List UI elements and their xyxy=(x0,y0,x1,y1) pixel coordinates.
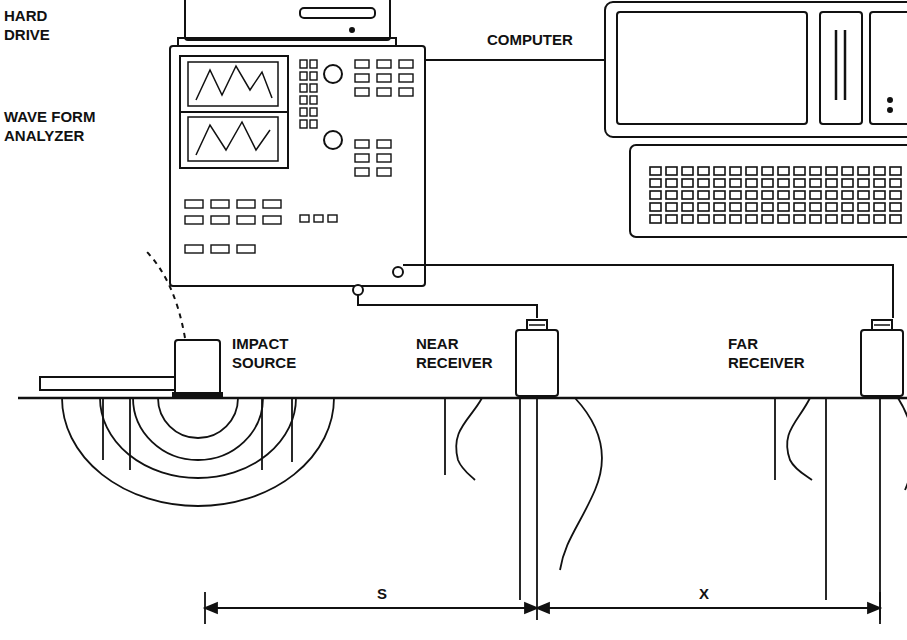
motion-profiles xyxy=(445,398,907,620)
analyzer-button xyxy=(211,245,229,253)
analyzer-button xyxy=(310,84,317,92)
analyzer-button xyxy=(310,60,317,68)
analyzer-button xyxy=(185,245,203,253)
analyzer-button xyxy=(377,154,391,162)
analyzer-button xyxy=(399,74,413,82)
analyzer-button xyxy=(185,200,203,208)
analyzer-button xyxy=(237,216,255,224)
impact-source xyxy=(40,340,222,398)
analyzer-button xyxy=(300,84,307,92)
far-receiver xyxy=(861,320,903,396)
analyzer-button xyxy=(377,74,391,82)
part-label: NEAR RECEIVER xyxy=(416,334,516,372)
analyzer-button xyxy=(377,60,391,68)
data-cable xyxy=(425,59,605,61)
analyzer-button xyxy=(310,96,317,104)
analyzer-button xyxy=(355,88,369,96)
analyzer-button xyxy=(355,154,369,162)
hard-drive xyxy=(178,0,396,46)
analyzer-button xyxy=(355,74,369,82)
analyzer-button xyxy=(263,216,281,224)
wave-fronts xyxy=(62,398,334,506)
analyzer-button xyxy=(300,60,307,68)
analyzer-button xyxy=(237,245,255,253)
trigger-wire xyxy=(145,250,185,338)
analyzer-button xyxy=(300,72,307,80)
analyzer-button xyxy=(355,140,369,148)
analyzer-button xyxy=(355,60,369,68)
analyzer-button xyxy=(328,215,337,222)
ground-surface xyxy=(18,397,907,400)
analyzer-button xyxy=(237,200,255,208)
analyzer-button xyxy=(377,88,391,96)
analyzer-button xyxy=(310,72,317,80)
dimension-label: X xyxy=(694,584,714,603)
part-label: IMPACT SOURCE xyxy=(232,334,322,372)
analyzer-button xyxy=(310,108,317,116)
wave-form-analyzer xyxy=(170,46,425,295)
analyzer-button xyxy=(300,215,309,222)
part-label: COMPUTER xyxy=(487,30,607,49)
analyzer-button xyxy=(377,168,391,176)
near-receiver xyxy=(516,320,558,396)
far-cable xyxy=(403,265,893,318)
part-label: WAVE FORM ANALYZER xyxy=(4,107,124,145)
part-label: HARD DRIVE xyxy=(4,6,74,44)
analyzer-button xyxy=(310,120,317,128)
analyzer-button xyxy=(211,216,229,224)
analyzer-button xyxy=(185,216,203,224)
analyzer-button xyxy=(300,108,307,116)
dimension-label: S xyxy=(372,584,392,603)
analyzer-button xyxy=(211,200,229,208)
part-label: FAR RECEIVER xyxy=(728,334,828,372)
analyzer-button xyxy=(399,88,413,96)
analyzer-button xyxy=(300,96,307,104)
analyzer-button xyxy=(399,60,413,68)
analyzer-button xyxy=(355,168,369,176)
near-cable xyxy=(358,295,537,318)
analyzer-button xyxy=(377,140,391,148)
computer xyxy=(605,2,907,237)
analyzer-button xyxy=(300,120,307,128)
dimension-lines xyxy=(205,592,880,624)
analyzer-button xyxy=(314,215,323,222)
analyzer-button xyxy=(263,200,281,208)
